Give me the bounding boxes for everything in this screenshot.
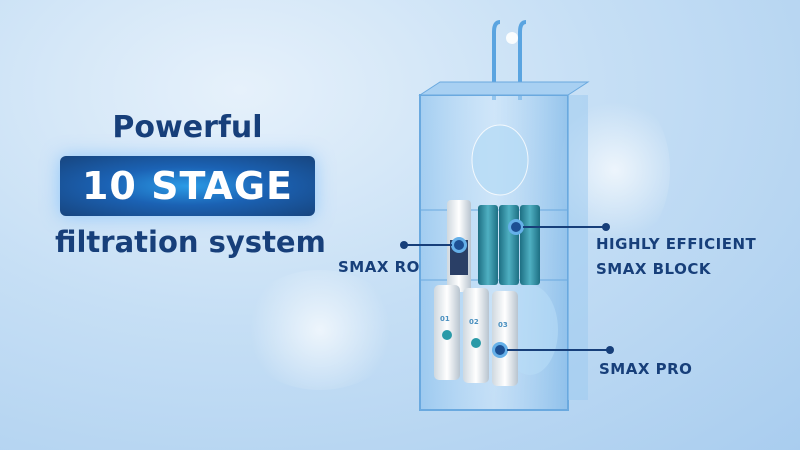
ro-marker [451,237,467,253]
block-leader-line [523,226,605,228]
cartridge-label: 02 [469,318,479,326]
headline-filtration: filtration system [55,225,326,259]
block-marker [508,219,524,235]
smax-block [478,205,540,285]
callout-block-line2: SMAX BLOCK [596,260,711,278]
cartridge-label: 01 [440,315,450,323]
callout-smax-ro: SMAX RO [338,258,420,276]
ro-dot [400,241,408,249]
stage-badge-text: 10 STAGE [81,164,293,208]
stage-badge: 10 STAGE [60,156,315,216]
pro-marker [492,342,508,358]
callout-block-line1: HIGHLY EFFICIENT [596,235,757,253]
pro-dot [606,346,614,354]
headline-powerful: Powerful [112,110,263,145]
faucets [492,20,527,100]
cartridge-label: 03 [498,321,508,329]
water-tank [471,124,529,196]
ro-leader-line [404,244,452,246]
callout-smax-pro: SMAX PRO [599,360,693,378]
block-dot [602,223,610,231]
water-splash [240,270,400,390]
pro-leader-line [507,349,609,351]
pro-cartridges [434,285,518,386]
